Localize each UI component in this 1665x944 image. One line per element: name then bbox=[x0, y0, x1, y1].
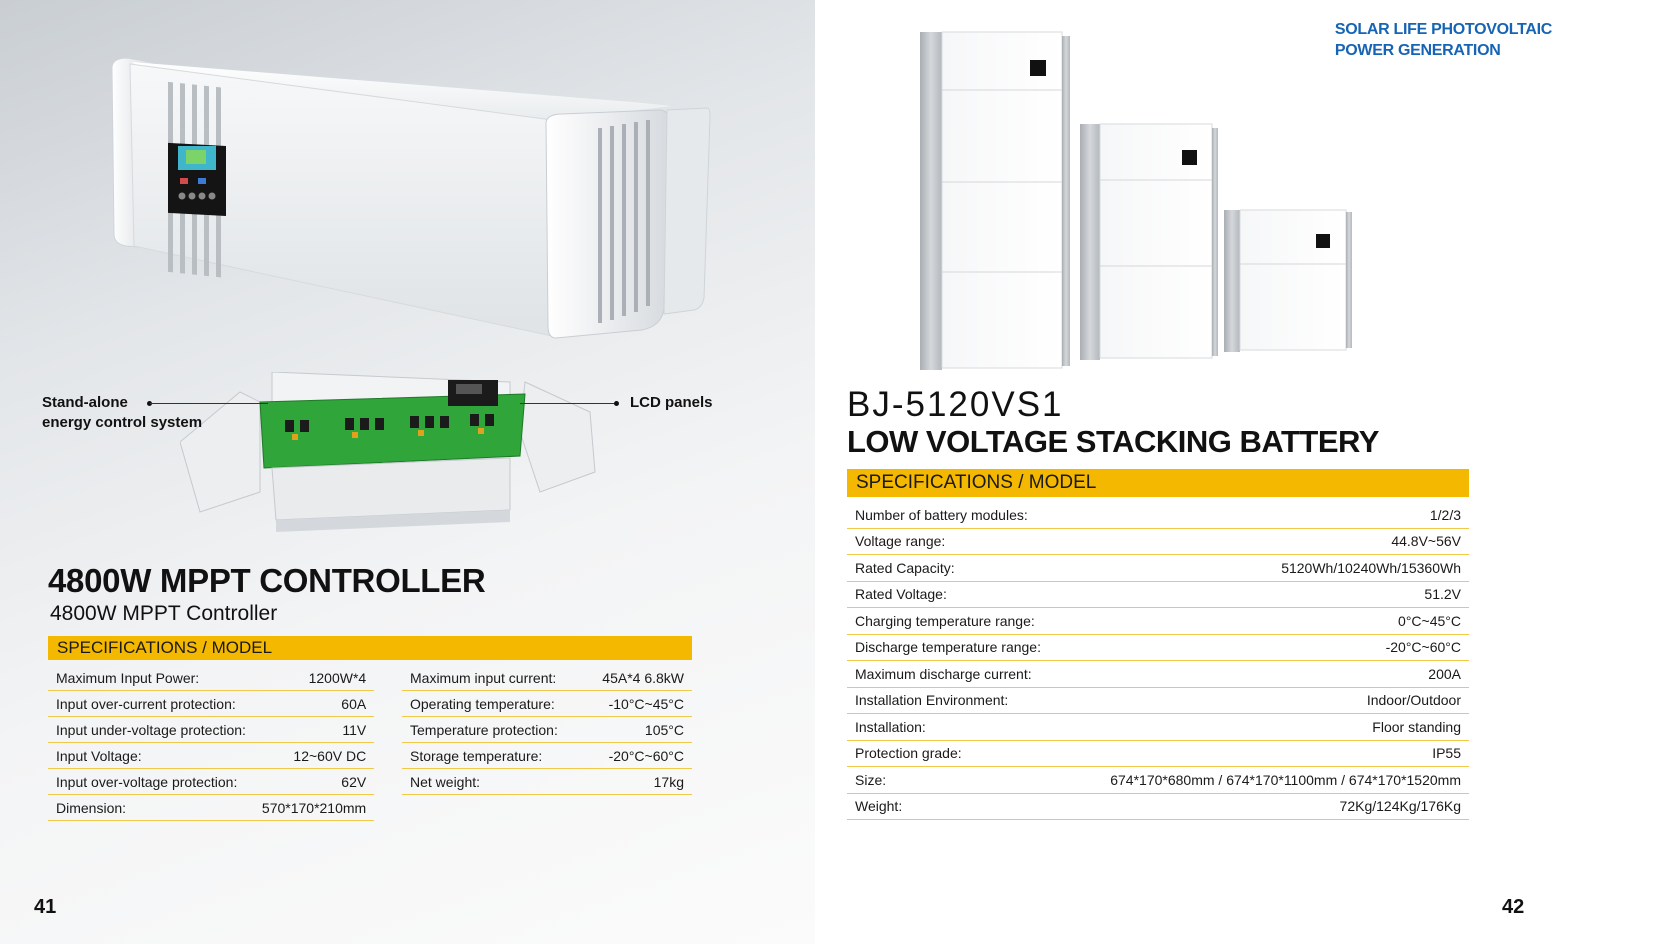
spec-label: Net weight: bbox=[402, 768, 584, 795]
controller-subtitle: 4800W MPPT Controller bbox=[50, 602, 278, 625]
right-page: SOLAR LIFE PHOTOVOLTAIC POWER GENERATION bbox=[815, 0, 1665, 944]
left-page: Stand-alone energy control system LCD pa… bbox=[0, 0, 815, 944]
spec-label: Maximum discharge current: bbox=[847, 660, 1068, 688]
spec-row: Weight:72Kg/124Kg/176Kg bbox=[847, 793, 1469, 820]
callout-stand-alone-line2: energy control system bbox=[42, 414, 203, 431]
spec-value: 44.8V~56V bbox=[1067, 528, 1469, 555]
spec-label: Maximum Input Power: bbox=[48, 665, 254, 691]
battery-title: LOW VOLTAGE STACKING BATTERY bbox=[847, 424, 1379, 459]
battery-spec-header: SPECIFICATIONS / MODEL bbox=[847, 469, 1469, 497]
page-number-right: 42 bbox=[1502, 896, 1525, 918]
spec-row: Rated Capacity:5120Wh/10240Wh/15360Wh bbox=[847, 554, 1469, 582]
spec-row: Storage temperature:-20°C~60°C bbox=[402, 742, 692, 769]
spec-row: Input under-voltage protection:11V bbox=[48, 716, 375, 743]
spec-value: 45A*4 6.8kW bbox=[583, 665, 692, 691]
callout-stand-alone: Stand-alone energy control system bbox=[42, 393, 202, 433]
controller-title: 4800W MPPT CONTROLLER bbox=[48, 562, 486, 599]
spec-value: 0°C~45°C bbox=[1067, 607, 1469, 635]
spec-label: Maximum input current: bbox=[402, 665, 584, 691]
spec-value: 1200W*4 bbox=[253, 665, 375, 691]
spec-row: Maximum discharge current:200A bbox=[847, 660, 1469, 688]
spec-value: 62V bbox=[253, 768, 375, 795]
spec-label: Temperature protection: bbox=[402, 716, 584, 743]
spec-row: Input over-voltage protection:62V bbox=[48, 768, 375, 795]
spec-label: Dimension: bbox=[48, 794, 254, 821]
spec-label: Rated Voltage: bbox=[847, 581, 1068, 608]
exploded-view-image bbox=[180, 372, 596, 532]
spec-row: Maximum input current:45A*4 6.8kW bbox=[402, 665, 692, 691]
spec-label: Input Voltage: bbox=[48, 742, 254, 769]
callout-stand-alone-line1: Stand-alone bbox=[42, 394, 128, 411]
spec-row: Operating temperature:-10°C~45°C bbox=[402, 690, 692, 717]
callout-dot-left bbox=[147, 401, 152, 406]
spec-row: Input over-current protection:60A bbox=[48, 690, 375, 717]
spec-row: Installation Environment:Indoor/Outdoor bbox=[847, 687, 1469, 714]
spec-value: 12~60V DC bbox=[253, 742, 375, 769]
spec-label: Weight: bbox=[847, 793, 1068, 820]
spec-label: Rated Capacity: bbox=[847, 554, 1068, 582]
spec-label: Protection grade: bbox=[847, 740, 1068, 767]
spec-label: Size: bbox=[847, 766, 1068, 794]
spec-row: Input Voltage:12~60V DC bbox=[48, 742, 375, 769]
spec-row: Maximum Input Power:1200W*4 bbox=[48, 665, 375, 691]
brand-line2: POWER GENERATION bbox=[1334, 42, 1501, 59]
spec-label: Storage temperature: bbox=[402, 742, 584, 769]
spec-value: IP55 bbox=[1067, 740, 1469, 767]
controller-spec-header: SPECIFICATIONS / MODEL bbox=[48, 636, 692, 660]
spec-label: Input over-voltage protection: bbox=[48, 768, 254, 795]
mppt-controller-image bbox=[112, 58, 711, 339]
callout-lcd-panels: LCD panels bbox=[630, 394, 713, 411]
spec-value: 60A bbox=[253, 690, 375, 717]
spec-row: Charging temperature range:0°C~45°C bbox=[847, 607, 1469, 635]
spec-value: 674*170*680mm / 674*170*1100mm / 674*170… bbox=[1067, 766, 1469, 794]
spec-label: Discharge temperature range: bbox=[847, 634, 1068, 661]
spec-label: Installation: bbox=[847, 713, 1068, 741]
spec-label: Charging temperature range: bbox=[847, 607, 1068, 635]
spec-label: Installation Environment: bbox=[847, 687, 1068, 714]
spec-label: Input over-current protection: bbox=[48, 690, 254, 717]
spec-value: 1/2/3 bbox=[1067, 502, 1469, 529]
page-number-left: 41 bbox=[34, 896, 57, 918]
spec-value: Indoor/Outdoor bbox=[1067, 687, 1469, 714]
spec-value: 200A bbox=[1067, 660, 1469, 688]
spec-value: 5120Wh/10240Wh/15360Wh bbox=[1067, 554, 1469, 582]
spec-value: 17kg bbox=[583, 768, 692, 795]
spec-value: -20°C~60°C bbox=[583, 742, 692, 769]
spec-value: 570*170*210mm bbox=[253, 794, 375, 821]
callout-line-right bbox=[520, 403, 616, 404]
spec-row: Dimension:570*170*210mm bbox=[48, 794, 375, 821]
spec-value: -20°C~60°C bbox=[1067, 634, 1469, 661]
spec-value: -10°C~45°C bbox=[583, 690, 692, 717]
spec-row: Voltage range:44.8V~56V bbox=[847, 528, 1469, 555]
spec-row: Size:674*170*680mm / 674*170*1100mm / 67… bbox=[847, 766, 1469, 794]
spec-value: 105°C bbox=[583, 716, 692, 743]
spec-label: Operating temperature: bbox=[402, 690, 584, 717]
brand-line1: SOLAR LIFE PHOTOVOLTAIC bbox=[1334, 21, 1552, 38]
brand-name: SOLAR LIFE PHOTOVOLTAIC POWER GENERATION bbox=[1335, 19, 1552, 61]
spec-row: Installation:Floor standing bbox=[847, 713, 1469, 741]
callout-dot-right bbox=[614, 401, 619, 406]
callout-line-left bbox=[150, 403, 268, 404]
spec-label: Voltage range: bbox=[847, 528, 1068, 555]
battery-stack-image bbox=[920, 31, 1352, 370]
spec-value: 11V bbox=[253, 716, 375, 743]
spec-label: Number of battery modules: bbox=[847, 502, 1068, 529]
spec-row: Number of battery modules:1/2/3 bbox=[847, 502, 1469, 529]
spec-value: Floor standing bbox=[1067, 713, 1469, 741]
spec-value: 72Kg/124Kg/176Kg bbox=[1067, 793, 1469, 820]
spec-row: Net weight:17kg bbox=[402, 768, 692, 795]
battery-model: BJ-5120VS1 bbox=[847, 385, 1064, 424]
spec-row: Protection grade:IP55 bbox=[847, 740, 1469, 767]
spec-row: Temperature protection:105°C bbox=[402, 716, 692, 743]
spec-row: Rated Voltage:51.2V bbox=[847, 581, 1469, 608]
spec-value: 51.2V bbox=[1067, 581, 1469, 608]
spec-label: Input under-voltage protection: bbox=[48, 716, 254, 743]
spec-row: Discharge temperature range:-20°C~60°C bbox=[847, 634, 1469, 661]
